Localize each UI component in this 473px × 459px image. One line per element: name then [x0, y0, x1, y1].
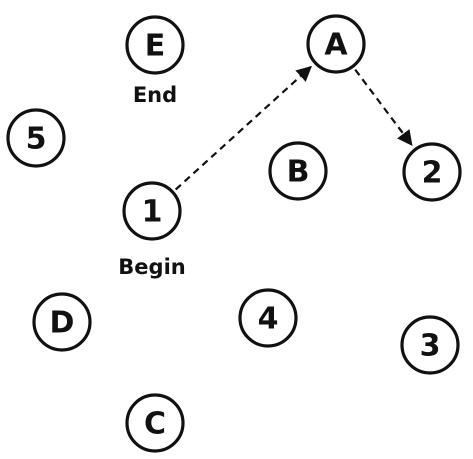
node-a: A — [306, 14, 366, 74]
node-circle — [268, 141, 328, 201]
node-5: 5 — [6, 108, 66, 168]
node-e: E End — [125, 15, 185, 107]
node-label: 4 — [258, 302, 279, 337]
node-label: 1 — [142, 195, 163, 230]
node-2: 2 — [402, 142, 462, 202]
node-4: 4 — [238, 288, 298, 348]
node-c: C — [125, 393, 185, 453]
node-3: 3 — [400, 315, 460, 375]
node-label: C — [144, 407, 166, 442]
node-circle — [125, 15, 185, 75]
edges-layer — [174, 65, 413, 191]
node-label: A — [324, 28, 348, 63]
node-circle — [125, 393, 185, 453]
edge-1-to-a — [174, 65, 312, 191]
node-label: B — [287, 155, 310, 190]
node-d: D — [32, 292, 92, 352]
node-circle — [400, 315, 460, 375]
node-label: E — [145, 29, 166, 64]
node-circle — [122, 181, 182, 241]
node-label: 3 — [420, 329, 441, 364]
edge-a-to-2 — [354, 68, 413, 147]
node-caption-end: End — [133, 83, 177, 107]
node-circle — [238, 288, 298, 348]
node-label: D — [50, 306, 75, 341]
node-label: 5 — [26, 122, 47, 157]
node-circle — [6, 108, 66, 168]
node-circle — [306, 14, 366, 74]
node-label: 2 — [422, 156, 443, 191]
node-circle — [32, 292, 92, 352]
node-b: B — [268, 141, 328, 201]
node-caption-begin: Begin — [118, 255, 185, 279]
node-circle — [402, 142, 462, 202]
